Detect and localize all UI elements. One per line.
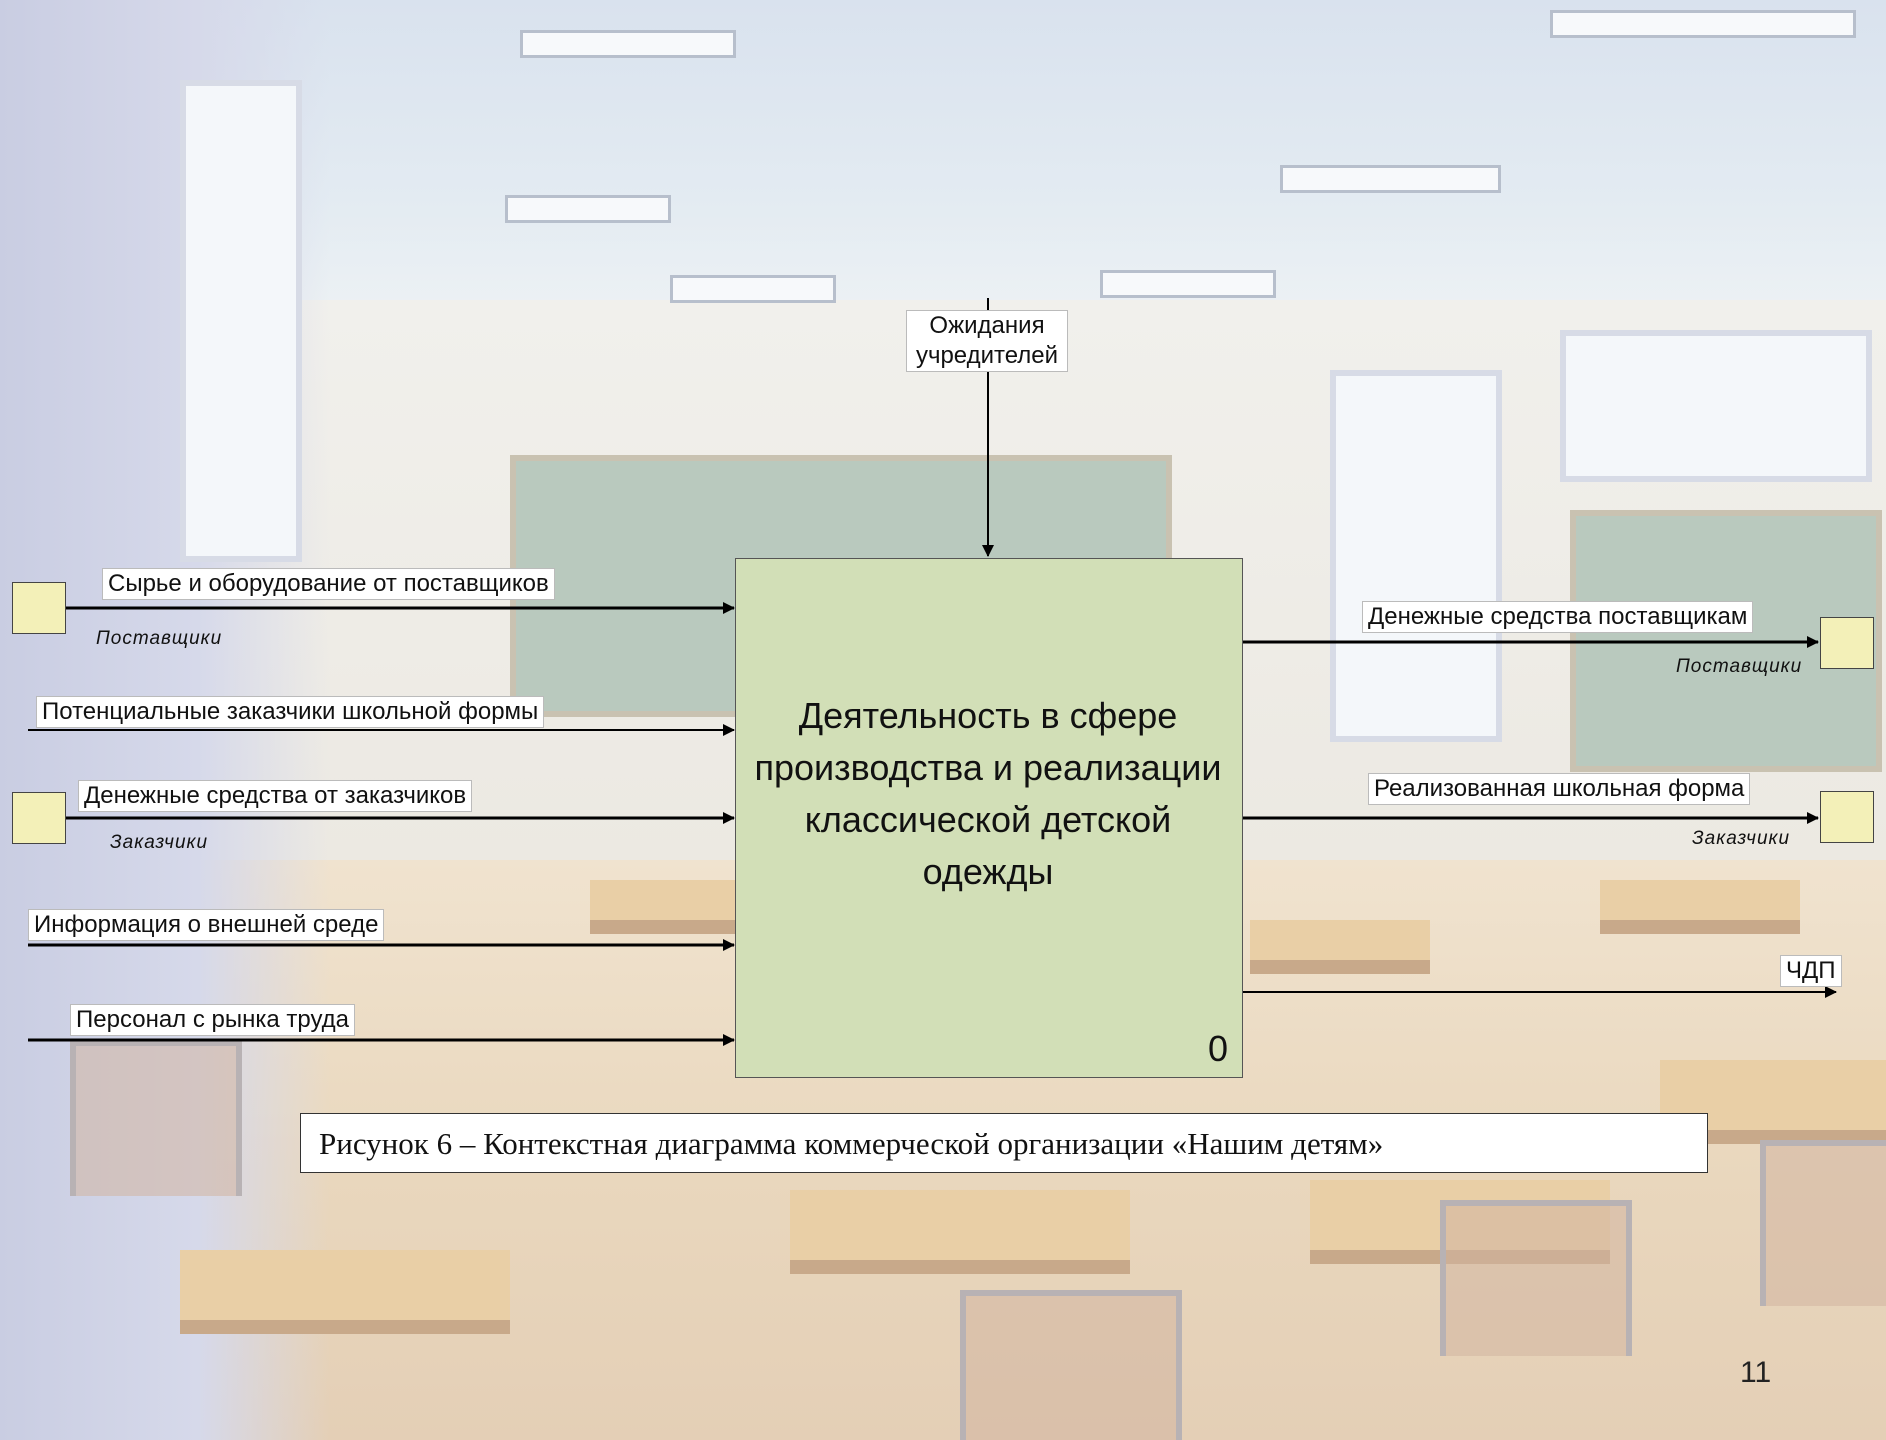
ceiling-light (1280, 165, 1501, 193)
ceiling-light (505, 195, 671, 223)
tunnel-box (12, 582, 66, 634)
tunnel-box (1820, 791, 1874, 843)
desk (1250, 920, 1430, 974)
control-label: Ожидания учредителей (906, 310, 1068, 372)
input-label: Сырье и оборудование от поставщиков (102, 568, 555, 600)
chair (70, 1040, 242, 1196)
window (180, 80, 302, 562)
chair (960, 1290, 1182, 1440)
desk (590, 880, 750, 934)
input-label: Персонал с рынка труда (70, 1004, 356, 1036)
desk (180, 1250, 510, 1334)
tunnel-box (1820, 617, 1874, 669)
chair (1440, 1200, 1632, 1356)
tunnel-label: Заказчики (1692, 828, 1791, 849)
function-title: Деятельность в сфере производства и реал… (754, 695, 1222, 892)
ceiling-light (1100, 270, 1276, 298)
function-number: 0 (1208, 1028, 1229, 1069)
output-label: ЧДП (1780, 955, 1842, 987)
tunnel-label: Поставщики (96, 628, 223, 649)
window (1330, 370, 1502, 742)
desk (1600, 880, 1800, 934)
tunnel-label: Заказчики (110, 832, 209, 853)
output-label: Реализованная школьная форма (1368, 773, 1751, 805)
tunnel-box (12, 792, 66, 844)
figure-caption: Рисунок 6 – Контекстная диаграмма коммер… (300, 1113, 1708, 1173)
function-box (735, 558, 1243, 1078)
tunnel-label: Поставщики (1676, 656, 1803, 677)
chair (1760, 1140, 1886, 1306)
desk (790, 1190, 1130, 1274)
output-label: Денежные средства поставщикам (1362, 601, 1754, 633)
input-label: Потенциальные заказчики школьной формы (36, 696, 545, 728)
ceiling-light (520, 30, 736, 58)
page-number: 11 (1740, 1356, 1772, 1389)
input-label: Денежные средства от заказчиков (78, 780, 473, 812)
ceiling-light (1550, 10, 1856, 38)
ceiling-light (670, 275, 836, 303)
window (1560, 330, 1872, 482)
input-label: Информация о внешней среде (28, 909, 385, 941)
